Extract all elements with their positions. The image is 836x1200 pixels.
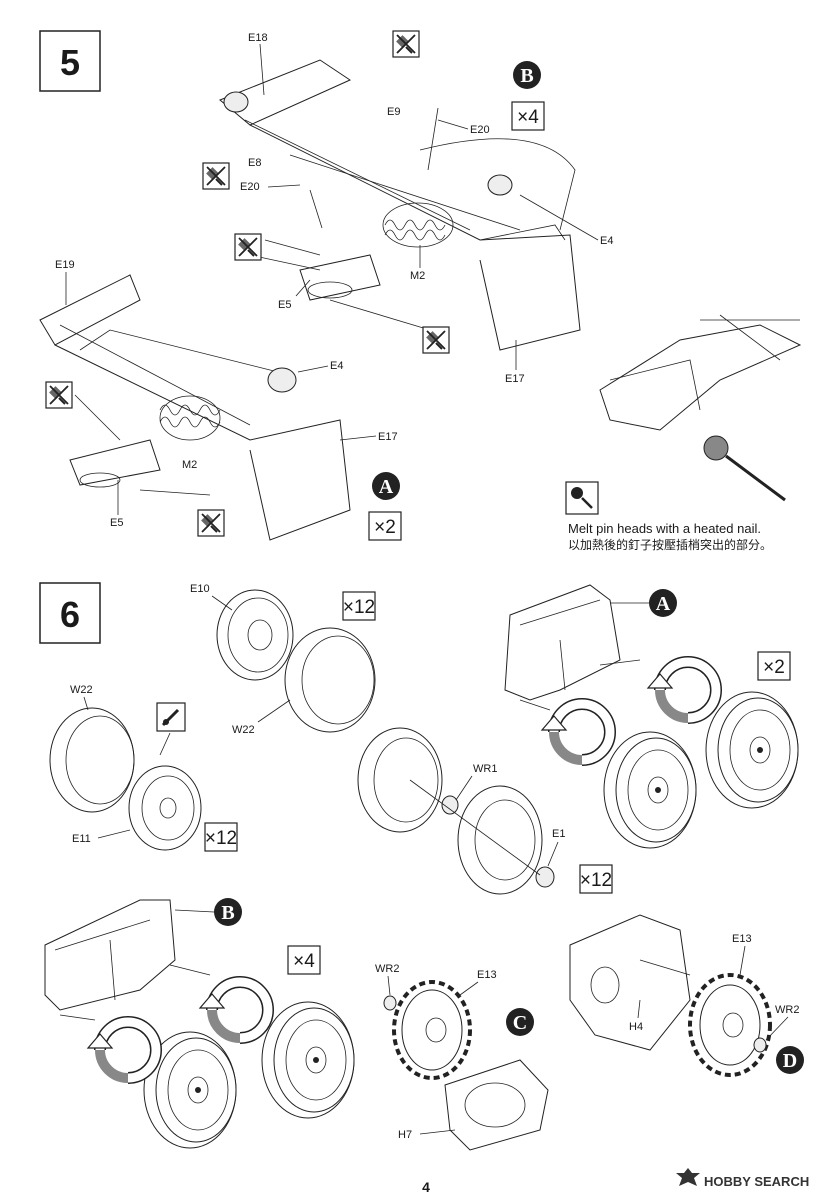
rotate-arrow-icon: [200, 982, 268, 1038]
no-glue-icon: [422, 326, 450, 354]
watermark-text: HOBBY SEARCH: [704, 1174, 809, 1189]
step5-assembly-a: [39, 274, 351, 541]
part-label-e19: E19: [55, 259, 75, 271]
badge-b: [214, 898, 242, 926]
part-label-wr1: WR1: [473, 763, 497, 775]
part-label-e20: E20: [470, 124, 490, 136]
note-chinese: 以加熱後的釘子按壓插梢突出的部分。: [568, 537, 772, 552]
note-english: Melt pin heads with a heated nail.: [568, 521, 761, 536]
part-label-e17: E17: [505, 373, 525, 385]
sprocket-d: [569, 914, 772, 1077]
part-label-e8: E8: [248, 157, 261, 169]
step5-number-box: [39, 30, 101, 92]
part-label-h7: H7: [398, 1129, 412, 1141]
watermark: HOBBY SEARCH: [676, 1168, 809, 1189]
part-label-e4: E4: [600, 235, 613, 247]
no-glue-icon: [234, 233, 262, 261]
step6-number-box: [39, 582, 101, 644]
part-label-e1: E1: [552, 828, 565, 840]
part-label-e5: E5: [278, 299, 291, 311]
step6: 6 E10 W22 ×12 W22 E11 ×1: [39, 582, 804, 1151]
part-label-e13: E13: [477, 969, 497, 981]
badge-b-letter: B: [520, 65, 533, 87]
assembly-a-wheels: [504, 584, 799, 849]
badge-b-letter: B: [221, 902, 234, 924]
part-label-w22: W22: [232, 724, 255, 736]
part-label-e20b: E20: [240, 181, 260, 193]
count-e11: ×12: [205, 828, 237, 849]
part-label-wr2b: WR2: [775, 1004, 799, 1016]
part-label-wr2: WR2: [375, 963, 399, 975]
part-label-h4: H4: [629, 1021, 643, 1033]
part-label-m2: M2: [410, 270, 425, 282]
count-box: [368, 511, 402, 541]
count-box: [342, 591, 376, 621]
watermark-logo-icon: [676, 1168, 700, 1186]
part-label-e5b: E5: [110, 517, 123, 529]
no-glue-icon: [392, 30, 420, 58]
part-label-e11: E11: [72, 833, 91, 845]
step5-assembly-b: [219, 59, 581, 351]
count-a: ×2: [763, 657, 785, 678]
count-e1: ×12: [580, 870, 612, 891]
no-glue-icon: [45, 381, 73, 409]
badge-a: [372, 472, 400, 500]
count-e10: ×12: [343, 597, 375, 618]
badge-a: [649, 589, 677, 617]
rotate-arrow-icon: [542, 704, 610, 760]
badge-c: [506, 1008, 534, 1036]
count-b: ×4: [517, 107, 539, 128]
badge-a-letter: A: [656, 593, 671, 615]
assembly-b-wheels: [44, 899, 355, 1149]
count-box: [204, 822, 238, 852]
badge-c-letter: C: [513, 1012, 527, 1034]
part-label-e9: E9: [387, 106, 400, 118]
wheel-wr1: [357, 727, 555, 895]
rotate-arrow-icon: [648, 662, 716, 718]
part-label-e17b: E17: [378, 431, 398, 443]
part-label-w22b: W22: [70, 684, 93, 696]
no-glue-icon: [202, 162, 230, 190]
step5-number: 5: [60, 42, 80, 83]
badge-a-letter: A: [379, 476, 394, 498]
no-glue-icon: [197, 509, 225, 537]
sprocket-c: [383, 980, 549, 1151]
badge-b: [513, 61, 541, 89]
count-b: ×4: [293, 951, 315, 972]
rotate-arrow-icon: [88, 1022, 156, 1078]
step5: 5 E18 E9 E20 E8 E20 E4: [39, 30, 802, 552]
page-number: 4: [422, 1179, 430, 1195]
part-label-e18: E18: [248, 32, 268, 44]
count-box: [511, 101, 545, 131]
part-label-e10: E10: [190, 583, 210, 595]
badge-d-letter: D: [783, 1050, 797, 1072]
part-label-e4b: E4: [330, 360, 343, 372]
heated-nail-detail: [599, 314, 802, 502]
badge-d: [776, 1046, 804, 1074]
count-box: [287, 945, 321, 975]
count-box: [579, 864, 613, 894]
wheel-e11: [49, 707, 202, 851]
count-a: ×2: [374, 517, 396, 538]
count-box: [757, 651, 791, 681]
part-label-m2b: M2: [182, 459, 197, 471]
wheel-e10: [216, 589, 376, 733]
part-label-e13b: E13: [732, 933, 752, 945]
step6-number: 6: [60, 594, 80, 635]
